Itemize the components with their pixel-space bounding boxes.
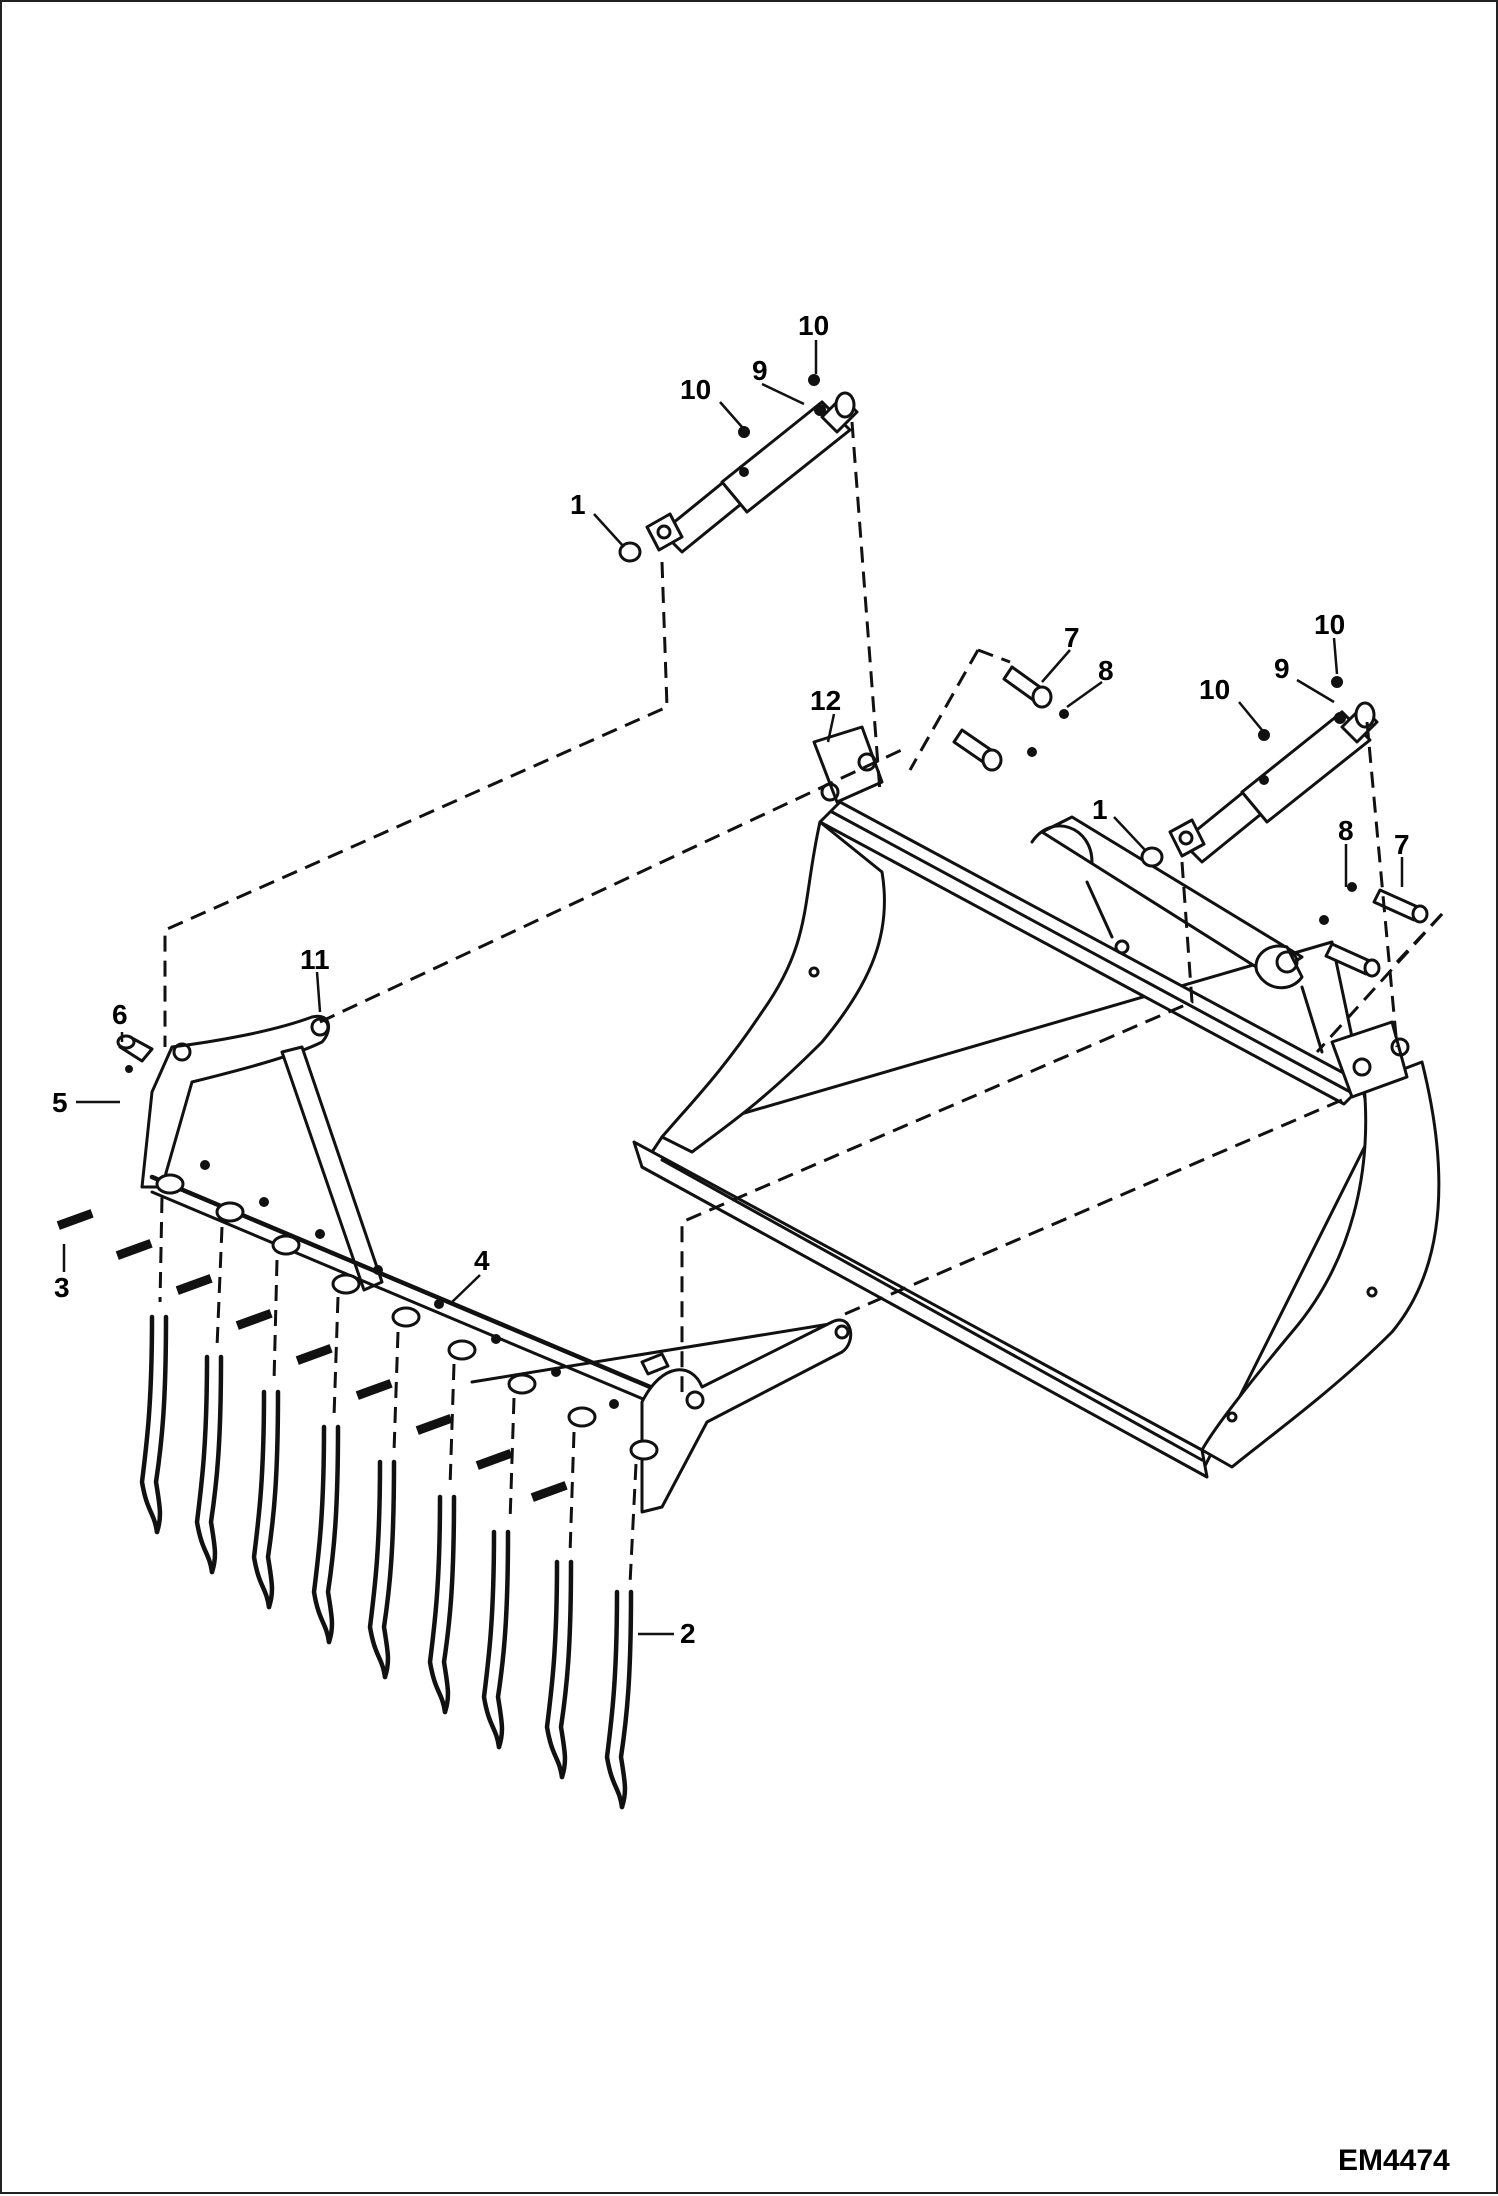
bolts-and-nuts <box>56 1160 670 1502</box>
bucket <box>632 725 1441 1479</box>
grease-fittings <box>738 374 1343 741</box>
callout-10-top-left: 10 <box>798 310 829 341</box>
callout-8-lower: 8 <box>1338 815 1354 846</box>
callout-9-left: 9 <box>752 355 768 386</box>
callout-7-upper: 7 <box>1064 622 1080 653</box>
callout-7-lower: 7 <box>1394 829 1410 860</box>
callout-8-upper: 8 <box>1098 655 1114 686</box>
callout-3: 3 <box>54 1272 70 1303</box>
callout-6: 6 <box>112 999 128 1030</box>
callout-10-right: 10 <box>1199 674 1230 705</box>
callout-12: 12 <box>810 685 841 716</box>
callout-10-top-right: 10 <box>1314 609 1345 640</box>
callout-1-right: 1 <box>1092 794 1108 825</box>
tines <box>139 1314 634 1810</box>
pins-upper <box>952 665 1069 772</box>
hydraulic-cylinder-right <box>1140 701 1379 868</box>
leader-lines <box>62 340 1404 1636</box>
hydraulic-cylinder-left <box>618 391 859 563</box>
callout-2: 2 <box>680 1618 696 1649</box>
callout-1-left: 1 <box>570 489 586 520</box>
assembly-lines <box>158 421 1444 1585</box>
callout-5: 5 <box>52 1087 68 1118</box>
callout-10-left: 10 <box>680 374 711 405</box>
callouts: 1 1 2 3 4 5 6 7 7 8 8 9 9 10 10 10 10 11… <box>52 310 1410 1649</box>
callout-11: 11 <box>300 944 330 975</box>
callout-4: 4 <box>474 1245 490 1276</box>
pins-lower <box>1319 882 1429 978</box>
tine-bosses <box>155 1173 659 1461</box>
callout-9-right: 9 <box>1274 653 1290 684</box>
grapple-frame <box>140 1014 853 1514</box>
figure-code: EM4474 <box>1338 2144 1450 2177</box>
